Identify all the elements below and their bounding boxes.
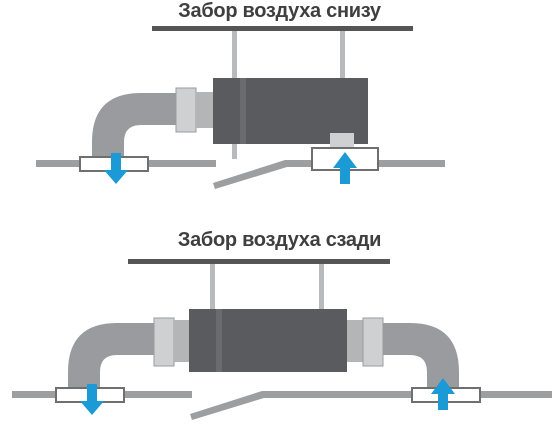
duct-sloped-bottom	[190, 391, 552, 420]
coupling-1-top	[175, 87, 197, 133]
coupling-2-top	[196, 92, 214, 128]
elbow-pipe-left-bottom	[68, 323, 156, 396]
coupling-1-right-bottom	[347, 320, 363, 362]
coupling-1-left-bottom	[153, 317, 175, 367]
fan-intake-mount-top	[330, 133, 354, 147]
fan-body-bottom	[189, 309, 347, 372]
ceiling-bottom	[128, 259, 390, 264]
arrow-down-icon	[80, 384, 104, 415]
duct-sloped-top	[213, 160, 445, 189]
arrow-up-icon	[431, 378, 455, 410]
arrow-down-icon	[104, 153, 128, 184]
elbow-pipe-right-bottom	[383, 323, 459, 396]
fan-band-top	[240, 78, 246, 144]
arrow-up-icon	[333, 152, 357, 184]
elbow-pipe-top	[92, 93, 178, 163]
coupling-2-right-bottom	[362, 317, 384, 367]
title-air-intake-rear: Забор воздуха сзади	[177, 229, 382, 251]
scene-top	[36, 26, 445, 189]
scene-bottom	[12, 259, 552, 420]
coupling-2-left-bottom	[174, 320, 190, 362]
title-air-intake-bottom: Забор воздуха снизу	[178, 0, 381, 22]
fan-band-bottom	[216, 309, 222, 372]
ceiling-top	[152, 26, 413, 31]
